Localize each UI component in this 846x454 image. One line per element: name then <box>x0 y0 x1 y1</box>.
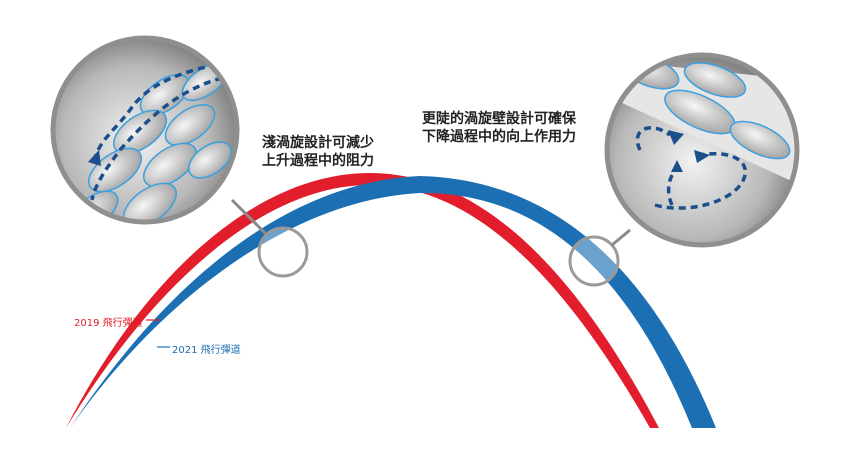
trajectory-2019 <box>66 173 659 428</box>
magnifier-lens-left <box>50 35 240 225</box>
callout-left-line-1: 淺渦旋設計可減少 <box>262 135 374 151</box>
airflow-arrowhead-icon <box>671 160 683 172</box>
lens-marker-left <box>257 226 309 278</box>
airflow-arrowhead-icon <box>88 150 101 166</box>
legend-2021: 2021 飛行彈道 <box>172 345 241 356</box>
lens-marker-right <box>568 235 620 287</box>
callout-left-line-2: 上升過程中的阻力 <box>262 153 374 169</box>
legend-2019: 2019 飛行彈道 <box>74 318 143 329</box>
airflow-arrowhead-icon <box>668 130 684 145</box>
connector-left <box>230 198 268 236</box>
airflow-arrowhead-icon <box>694 150 710 163</box>
callout-steep-dimple: 更陡的渦旋壁設計可確保 下降過程中的向上作用力 <box>422 110 576 146</box>
magnifier-lens-right <box>604 52 800 248</box>
airflow-arrow-icon <box>635 126 747 210</box>
airflow-arrow-icon <box>90 60 229 201</box>
callout-right-line-2: 下降過程中的向上作用力 <box>422 129 576 145</box>
connector-right <box>611 228 631 247</box>
callout-shallow-dimple: 淺渦旋設計可減少 上升過程中的阻力 <box>262 134 374 170</box>
callout-right-line-1: 更陡的渦旋壁設計可確保 <box>422 111 576 127</box>
